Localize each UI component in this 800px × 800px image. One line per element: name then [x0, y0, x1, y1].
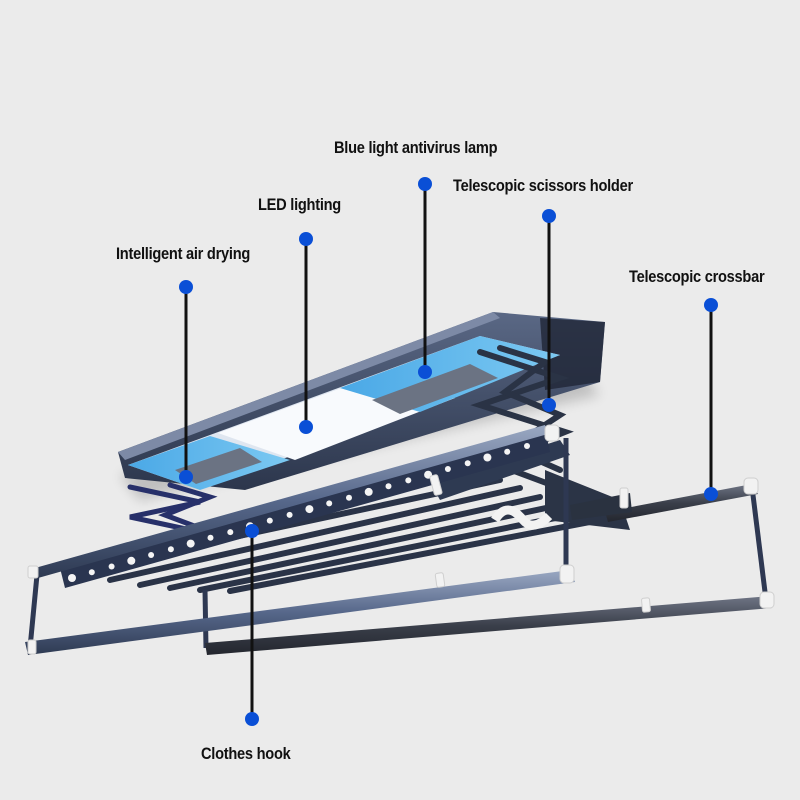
dot-scissors-top	[542, 209, 556, 223]
beam-hole	[385, 483, 392, 490]
dot-antivirus-target	[418, 365, 432, 379]
beam-hole	[405, 477, 412, 484]
beam-hole	[127, 556, 136, 565]
dot-crossbar-target	[704, 487, 718, 501]
telescopic-crossbar-bar	[570, 484, 758, 522]
beam-hole	[326, 500, 333, 507]
dot-scissors-target	[542, 398, 556, 412]
beam-hole	[483, 453, 492, 462]
dot-air-drying-target	[179, 470, 193, 484]
callout-label-telescopic-scissors-holder: Telescopic scissors holder	[453, 176, 633, 195]
beam-hole	[207, 534, 214, 541]
lower-bar-front	[25, 570, 575, 655]
beam-hole	[148, 552, 155, 558]
beam-hole	[167, 546, 174, 553]
beam-hole	[464, 460, 471, 467]
beam-hole	[504, 448, 511, 455]
ceiling-housing	[118, 312, 605, 490]
lower-bar-back	[205, 596, 772, 655]
dot-antivirus-top	[418, 177, 432, 191]
beam-hole	[108, 563, 115, 570]
beam-hole	[346, 494, 352, 501]
beam-holes	[68, 443, 530, 582]
air-vent-right	[372, 364, 498, 414]
dot-hook-target	[245, 524, 259, 538]
beam-hole	[286, 511, 293, 518]
bar-clips	[27, 424, 775, 655]
beam-hole	[524, 443, 530, 449]
dot-air-drying-top	[179, 280, 193, 294]
air-vent-left	[175, 448, 262, 484]
dot-crossbar-top	[704, 298, 718, 312]
callout-dots	[179, 177, 718, 726]
beam-hole	[88, 569, 95, 576]
callout-label-blue-light-antivirus-lamp: Blue light antivirus lamp	[334, 138, 498, 157]
beam-hole	[444, 466, 451, 472]
callout-label-intelligent-air-drying: Intelligent air drying	[116, 244, 251, 263]
callout-label-telescopic-crossbar: Telescopic crossbar	[629, 267, 765, 286]
dot-led-target	[299, 420, 313, 434]
beam-hole	[305, 505, 314, 514]
dot-hook-bottom	[245, 712, 259, 726]
beam-hole	[68, 574, 76, 582]
beam-hole	[266, 517, 273, 524]
callout-label-led-lighting: LED lighting	[258, 195, 341, 214]
beam-hole	[186, 539, 195, 548]
dot-led-top	[299, 232, 313, 246]
callout-label-clothes-hook: Clothes hook	[201, 744, 291, 763]
frame-verticals	[27, 438, 769, 649]
leader-lines	[184, 184, 713, 719]
beam-hole	[364, 487, 373, 496]
beam-hole	[227, 529, 234, 536]
scissor-arms-left	[127, 482, 218, 535]
